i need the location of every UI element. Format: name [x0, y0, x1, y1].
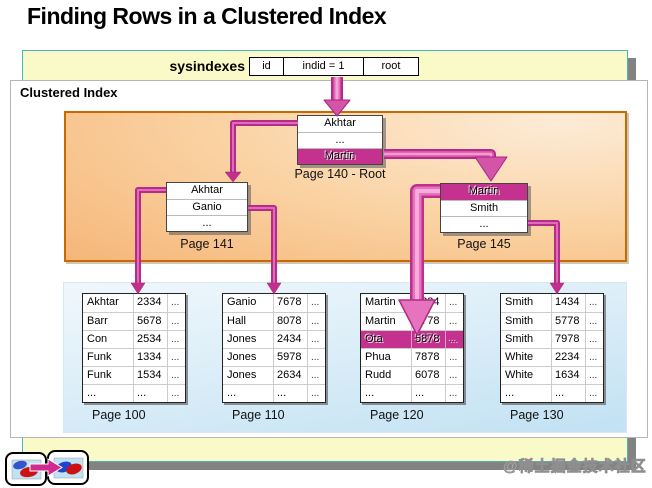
page-141-table: Akhtar Ganio ...	[166, 182, 248, 232]
page-120-label: Page 120	[370, 408, 424, 422]
watermark: @稀土掘金技术社区	[503, 458, 647, 476]
page-110-label: Page 110	[232, 408, 285, 422]
index-row: Ganio	[167, 199, 247, 215]
leaf-row: .........	[501, 384, 603, 402]
leaf-row: .........	[83, 384, 185, 402]
sysindexes-label: sysindexes	[169, 58, 246, 74]
sysindexes-table: id indid = 1 root	[249, 57, 419, 76]
index-row-highlight: Martin	[441, 184, 527, 200]
nav-arrow-icon	[29, 458, 63, 477]
sysindexes-cell-root: root	[363, 57, 419, 76]
index-row: ...	[167, 215, 247, 231]
page-145-table: Martin Smith ...	[440, 183, 528, 233]
page-145-label: Page 145	[457, 237, 511, 251]
index-row-highlight: Martin	[298, 148, 382, 164]
page-title: Finding Rows in a Clustered Index	[27, 3, 387, 29]
leaf-row: .........	[361, 384, 463, 402]
page-140-label: Page 140 - Root	[294, 167, 386, 181]
page-100-label: Page 100	[92, 408, 146, 422]
page-130-label: Page 130	[510, 408, 564, 422]
index-row: Akhtar	[191, 184, 223, 196]
sysindexes-cell-id: id	[249, 57, 284, 76]
index-row: Akhtar	[324, 117, 356, 129]
index-row: Smith	[441, 200, 527, 216]
index-row: ...	[441, 216, 527, 232]
sysindexes-cell-indid: indid = 1	[283, 57, 364, 76]
next-slide-icon[interactable]	[47, 450, 89, 485]
page-141-label: Page 141	[180, 237, 234, 251]
leaf-row: .........	[223, 384, 325, 402]
page-140-table: Akhtar ... Martin	[297, 115, 383, 165]
slide-nav-icons	[5, 450, 89, 486]
index-row: ...	[298, 132, 382, 148]
clustered-index-label: Clustered Index	[20, 85, 118, 100]
